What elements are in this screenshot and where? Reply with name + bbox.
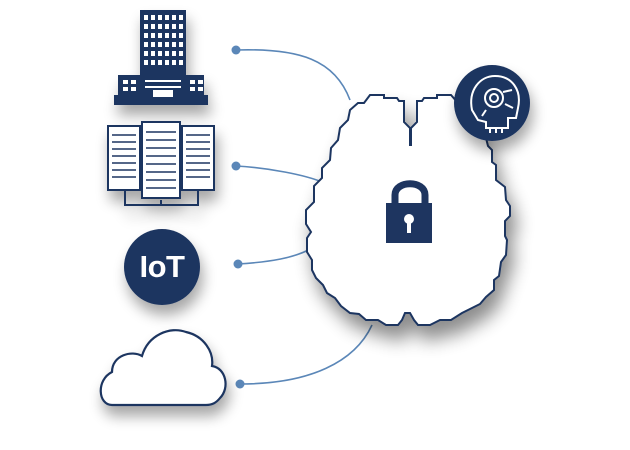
connector-dot-building (231, 45, 241, 55)
iot-icon (124, 229, 200, 305)
connector-server (235, 165, 323, 183)
ai-robot-head-icon (454, 65, 530, 141)
connector-iot (237, 247, 313, 265)
cloud-icon (99, 329, 227, 407)
connector-building (235, 48, 351, 101)
connector-lines (231, 45, 373, 389)
building-icon (114, 10, 208, 105)
connector-dot-iot (233, 259, 243, 269)
connector-dot-cloud (235, 379, 245, 389)
connector-cloud (239, 324, 373, 385)
padlock-icon (386, 180, 432, 243)
server-icon (107, 121, 215, 206)
connector-dot-server (231, 161, 241, 171)
